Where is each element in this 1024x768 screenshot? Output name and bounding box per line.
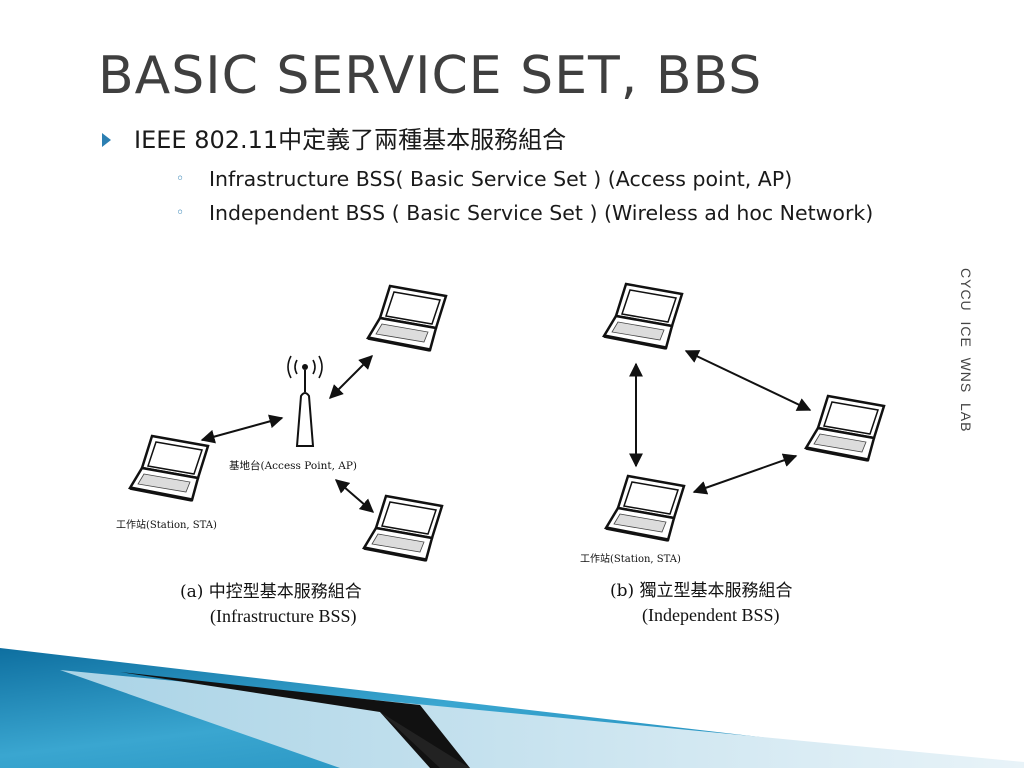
link-arrow xyxy=(200,414,284,444)
access-point-icon xyxy=(287,355,323,447)
slide-title: BASIC SERVICE SET, BBS xyxy=(98,46,763,106)
main-bullet: IEEE 802.11中定義了兩種基本服務組合 ◦ Infrastructure… xyxy=(100,124,880,228)
sub-bullet-list: ◦ Infrastructure BSS( Basic Service Set … xyxy=(134,164,880,228)
diagram-infrastructure: 基地台(Access Point, AP) 工作站(Station, STA) … xyxy=(116,284,448,627)
caption-b-line2: (Independent BSS) xyxy=(642,605,779,626)
footer-dark-stripe-tail xyxy=(380,712,470,768)
station-label: 工作站(Station, STA) xyxy=(580,552,681,565)
sub-bullet-text: Infrastructure BSS( Basic Service Set ) … xyxy=(209,167,793,191)
caption-a-line1: (a) 中控型基本服務組合 xyxy=(180,582,362,602)
caption-a-line2: (Infrastructure BSS) xyxy=(210,606,356,627)
ap-label: 基地台(Access Point, AP) xyxy=(229,459,357,472)
sub-bullet-infrastructure: ◦ Infrastructure BSS( Basic Service Set … xyxy=(134,164,899,194)
link-arrow xyxy=(329,355,373,399)
link-arrow xyxy=(334,479,375,513)
circle-bullet-icon: ◦ xyxy=(176,205,185,221)
diagram-independent: 工作站(Station, STA) (b) 獨立型基本服務組合 (Indepen… xyxy=(580,282,886,626)
link-arrow xyxy=(684,350,812,411)
caption-b-line1: (b) 獨立型基本服務組合 xyxy=(610,581,793,601)
side-lab-label: CYCU ICE WNS LAB xyxy=(958,268,974,433)
circle-bullet-icon: ◦ xyxy=(176,171,185,187)
bullet-list: IEEE 802.11中定義了兩種基本服務組合 ◦ Infrastructure… xyxy=(100,124,880,232)
sub-bullet-text: Independent BSS ( Basic Service Set ) (W… xyxy=(209,201,874,225)
station-label: 工作站(Station, STA) xyxy=(116,518,217,531)
sub-bullet-independent: ◦ Independent BSS ( Basic Service Set ) … xyxy=(134,198,899,228)
link-arrow xyxy=(692,453,798,495)
main-bullet-text: IEEE 802.11中定義了兩種基本服務組合 xyxy=(134,126,567,154)
triangle-bullet-icon xyxy=(102,133,111,147)
